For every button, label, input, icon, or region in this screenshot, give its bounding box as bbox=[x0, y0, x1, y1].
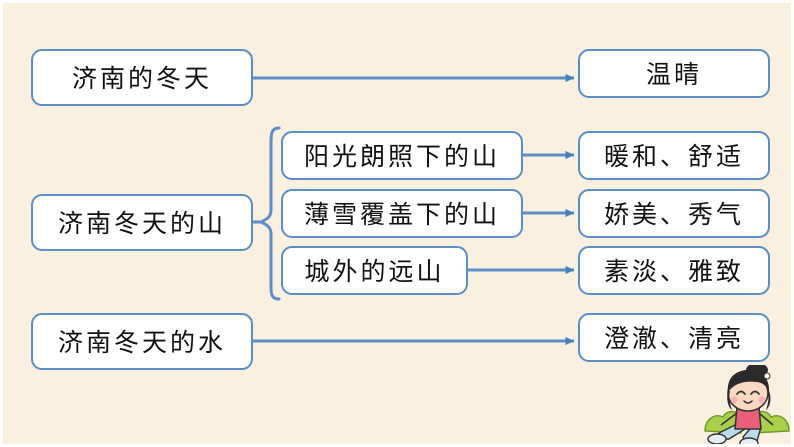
girl-hair-side-right bbox=[766, 391, 771, 410]
girl-hair-bun bbox=[746, 365, 768, 377]
girl-cheek-right bbox=[758, 396, 766, 404]
node-warm-sunny[interactable]: 温晴 bbox=[578, 49, 770, 98]
node-sunlit-mountain-label: 阳光朗照下的山 bbox=[303, 141, 500, 171]
node-water[interactable]: 济南冬天的水 bbox=[31, 313, 253, 370]
node-root-label: 济南的冬天 bbox=[71, 63, 212, 93]
girl-shoe-left bbox=[707, 433, 727, 444]
node-mountain-label: 济南冬天的山 bbox=[57, 208, 226, 238]
node-snow-mountain[interactable]: 薄雪覆盖下的山 bbox=[281, 189, 523, 238]
node-sunlit-mountain[interactable]: 阳光朗照下的山 bbox=[281, 131, 523, 180]
girl-shoe-right bbox=[739, 437, 759, 444]
node-delicate-graceful-label: 娇美、秀气 bbox=[603, 199, 744, 229]
node-delicate-graceful[interactable]: 娇美、秀气 bbox=[578, 189, 770, 238]
cartoon-girl-icon bbox=[704, 365, 790, 444]
node-water-label: 济南冬天的水 bbox=[57, 327, 226, 357]
node-plain-elegant-label: 素淡、雅致 bbox=[603, 256, 744, 286]
node-clear-bright[interactable]: 澄澈、清亮 bbox=[578, 313, 770, 362]
node-far-mountain[interactable]: 城外的远山 bbox=[281, 246, 468, 295]
node-clear-bright-label: 澄澈、清亮 bbox=[603, 323, 744, 353]
node-far-mountain-label: 城外的远山 bbox=[304, 256, 445, 286]
node-mountain[interactable]: 济南冬天的山 bbox=[31, 194, 253, 251]
node-snow-mountain-label: 薄雪覆盖下的山 bbox=[303, 199, 500, 229]
node-warm-sunny-label: 温晴 bbox=[645, 59, 702, 89]
girl-hair-side-left bbox=[727, 391, 732, 410]
node-warm-comfortable-label: 暖和、舒适 bbox=[603, 141, 744, 171]
node-warm-comfortable[interactable]: 暖和、舒适 bbox=[578, 131, 770, 180]
girl-arm-right bbox=[758, 412, 774, 426]
girl-mouth bbox=[743, 400, 753, 404]
girl-eye-right bbox=[750, 390, 760, 395]
girl-hair-bead bbox=[763, 372, 771, 380]
node-plain-elegant[interactable]: 素淡、雅致 bbox=[578, 246, 770, 295]
node-root[interactable]: 济南的冬天 bbox=[31, 49, 253, 106]
girl-cheek-left bbox=[730, 396, 738, 404]
brace-mountain-group bbox=[259, 126, 281, 301]
girl-arm-left bbox=[720, 412, 738, 426]
girl-eye-left bbox=[736, 390, 746, 395]
